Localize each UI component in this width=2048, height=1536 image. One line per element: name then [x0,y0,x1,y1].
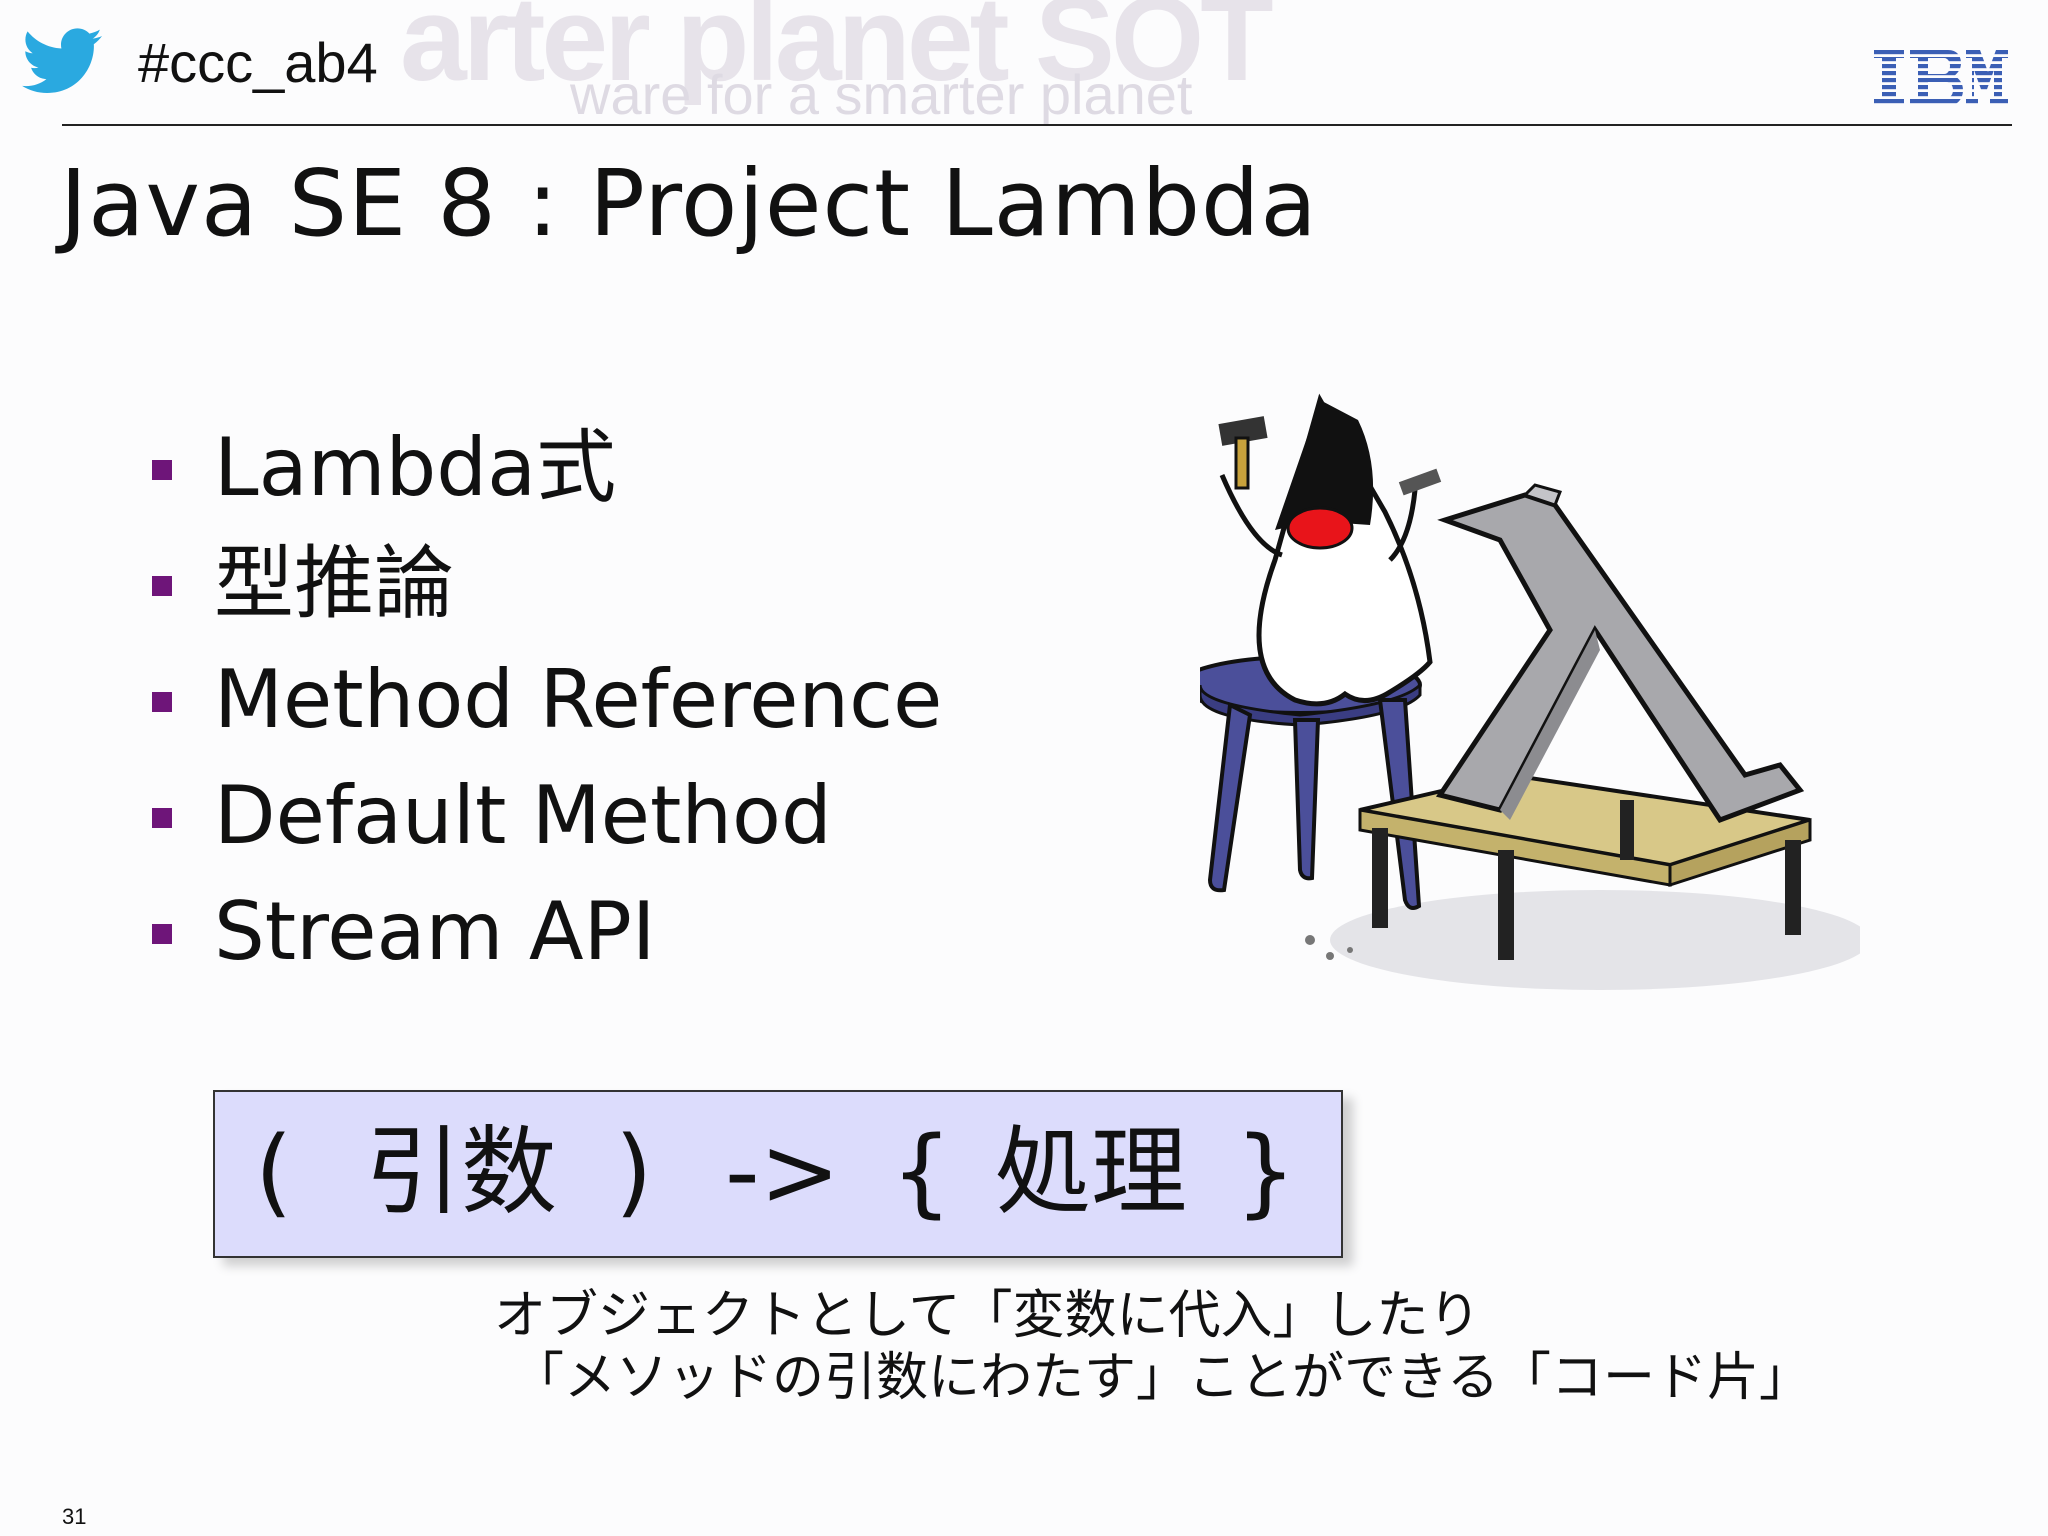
page-number: 31 [62,1504,87,1529]
ibm-logo [1874,50,2008,106]
syntax-args: 引数 [365,1116,557,1228]
watermark-small-text: ware for a smarter planet [570,63,1193,126]
bullet-text: Default Method [214,769,832,862]
syntax-close-brace: } [1235,1116,1297,1228]
syntax-open-paren: ( [255,1116,293,1228]
slide-title: Java SE 8 : Project Lambda [60,150,1318,257]
lambda-sculpture [1435,483,1805,824]
header-watermark: arter planet SOT ware for a smarter plan… [400,0,1600,130]
bullet-text: Lambda式 [214,421,617,514]
bullet-marker [152,692,172,712]
bullet-text: Stream API [214,885,656,978]
bullet-item: Stream API [150,884,942,1000]
bullet-marker [152,460,172,480]
lambda-syntax-box: ( 引数 ) -> { 処理 } [213,1090,1343,1258]
syntax-open-brace: { [891,1116,953,1228]
bullet-text: Method Reference [214,653,943,746]
bullet-marker [152,808,172,828]
slide-header: #ccc_ab4 [0,0,2048,126]
watermark-big-text: arter planet SOT [400,0,1274,106]
syntax-body: 処理 [995,1116,1187,1228]
bullet-marker [152,924,172,944]
bullet-list: Lambda式 型推論 Method Reference Default Met… [150,420,942,1000]
duke-mascot [1218,393,1442,707]
bullet-item: Method Reference [150,652,942,768]
hashtag: #ccc_ab4 [138,31,378,94]
bullet-item: Default Method [150,768,942,884]
bullet-text: 型推論 [214,537,454,630]
syntax-close-paren: ) [615,1116,653,1228]
syntax-arrow: -> [725,1116,841,1228]
caption-line-2: 「メソッドの引数にわたす」ことができる「コード片」 [512,1348,1811,1408]
header-divider [62,124,2012,126]
twitter-bird-icon [22,28,102,93]
bullet-marker [152,576,172,596]
caption-line-1: オブジェクトとして「変数に代入」したり [494,1286,1481,1346]
caption: オブジェクトとして「変数に代入」したり 「メソッドの引数にわたす」ことができる「… [494,1285,1811,1409]
bullet-item: Lambda式 [150,420,942,536]
bullet-item: 型推論 [150,536,942,652]
duke-lambda-illustration [1200,393,1860,990]
